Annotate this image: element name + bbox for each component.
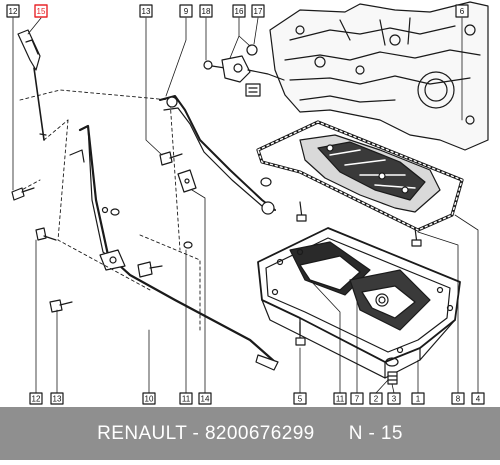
engine-block xyxy=(269,1,489,151)
dashed-guides xyxy=(17,89,201,331)
oil-pan xyxy=(257,227,461,379)
o-rings xyxy=(110,177,272,249)
pan-bolts-top xyxy=(296,201,422,247)
callout-label-top: 6 xyxy=(460,7,465,16)
callout-label-top: 16 xyxy=(235,7,244,16)
callout-label-top: 18 xyxy=(202,7,211,16)
leader-lines xyxy=(12,17,479,394)
part-info-bar: RENAULT - 8200676299 N - 15 xyxy=(0,407,500,460)
pan-bolts-bottom xyxy=(295,321,306,346)
callout-label-bottom: 5 xyxy=(298,395,303,404)
pump-assembly xyxy=(203,44,285,97)
callout-label-bottom: 14 xyxy=(201,395,210,404)
dipstick-tube xyxy=(69,124,279,371)
callout-label-bottom: 12 xyxy=(32,395,41,404)
callout-label-bottom: 11 xyxy=(336,395,345,404)
brand-label: RENAULT xyxy=(97,423,187,444)
callout-boxes-top xyxy=(6,4,469,18)
callout-label-top: 15 xyxy=(37,7,46,16)
oil-pan-gasket xyxy=(256,120,464,232)
callout-label-top: 12 xyxy=(9,7,18,16)
callout-label-bottom: 1 xyxy=(416,395,421,404)
callout-label-bottom: 10 xyxy=(145,395,154,404)
part-info-text: RENAULT - 8200676299 N - 15 xyxy=(97,423,403,444)
part-number: 8200676299 xyxy=(204,423,315,444)
small-bolts xyxy=(11,151,183,313)
callout-label-bottom: 8 xyxy=(456,395,461,404)
pickup-tube xyxy=(159,95,276,215)
callout-label-top: 13 xyxy=(142,7,151,16)
callout-label-bottom: 2 xyxy=(374,395,379,404)
callout-label-top: 17 xyxy=(254,7,263,16)
callout-label-bottom: 4 xyxy=(476,395,481,404)
callout-boxes-bottom xyxy=(29,392,485,405)
callout-label-bottom: 3 xyxy=(392,395,397,404)
callout-label-bottom: 13 xyxy=(53,395,62,404)
drain-plug xyxy=(385,357,399,385)
callout-labels: 15 12 13 9 18 16 17 6 12 13 10 11 14 5 1… xyxy=(9,7,481,404)
callout-label-bottom: 7 xyxy=(355,395,360,404)
position-code: N - 15 xyxy=(348,423,403,444)
callout-label-top: 9 xyxy=(184,7,189,16)
dipstick xyxy=(17,29,47,141)
callout-label-bottom: 11 xyxy=(182,395,191,404)
bracket-clip xyxy=(177,169,197,193)
